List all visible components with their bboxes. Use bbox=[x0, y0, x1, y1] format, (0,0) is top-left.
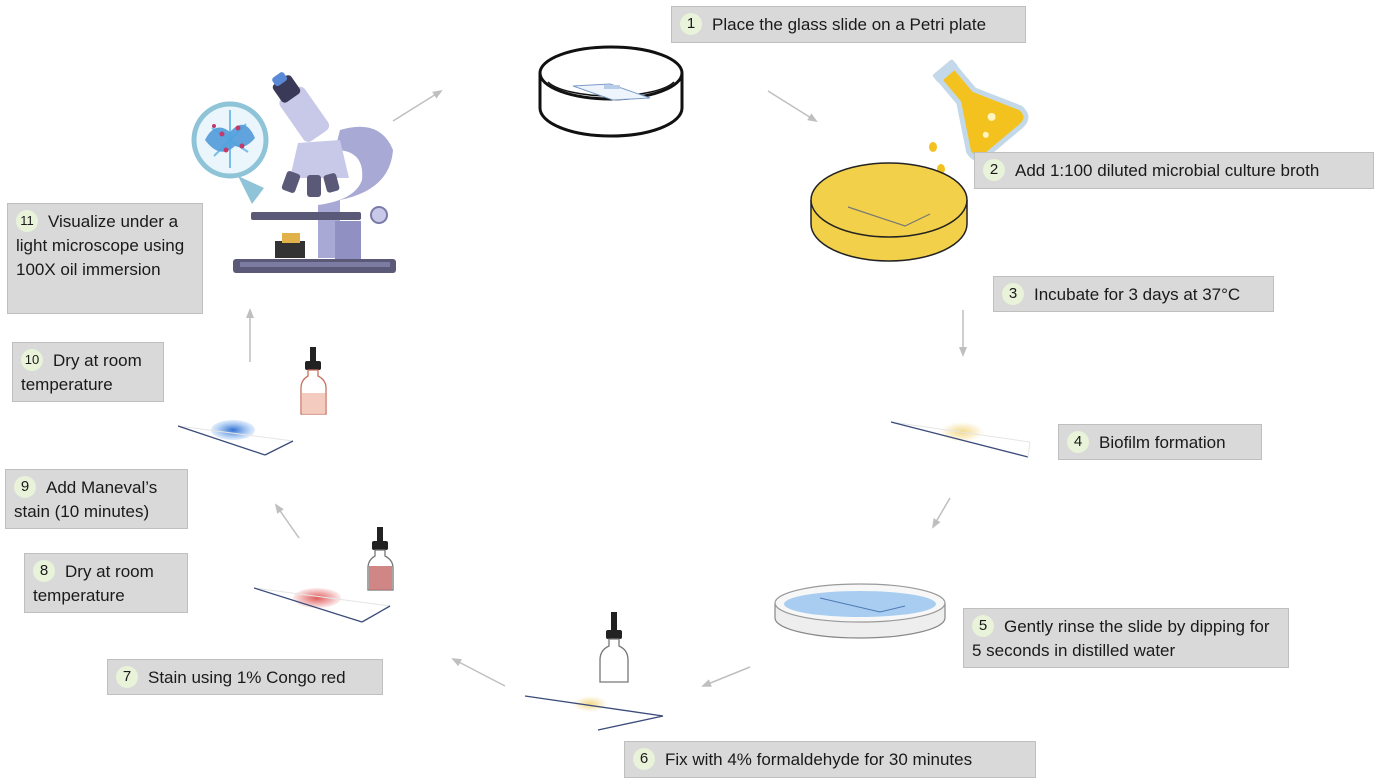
step-6-badge: 6 bbox=[633, 748, 655, 770]
step-10-badge: 10 bbox=[21, 349, 43, 371]
step-5-text: Gently rinse the slide by dipping for 5 … bbox=[972, 617, 1270, 660]
step-6-box: 6 Fix with 4% formaldehyde for 30 minutes bbox=[624, 741, 1036, 778]
step-3-badge: 3 bbox=[1002, 283, 1024, 305]
step-1-badge: 1 bbox=[680, 13, 702, 35]
step-7-text: Stain using 1% Congo red bbox=[148, 668, 346, 687]
step-1-box: 1 Place the glass slide on a Petri plate bbox=[671, 6, 1026, 43]
slide-fixed-icon bbox=[524, 695, 664, 731]
step-11-badge: 11 bbox=[16, 210, 38, 232]
pouring-flask-icon bbox=[932, 59, 1029, 162]
step-6-text: Fix with 4% formaldehyde for 30 minutes bbox=[665, 750, 973, 769]
step-10-text: Dry at room temperature bbox=[21, 351, 142, 394]
arrow-5-to-6 bbox=[701, 666, 751, 687]
slide-congo-red-icon bbox=[253, 587, 391, 623]
step-3-text: Incubate for 3 days at 37°C bbox=[1034, 285, 1241, 304]
arrow-1-to-2 bbox=[767, 90, 818, 123]
slide-maneval-icon bbox=[177, 420, 294, 456]
step-4-box: 4 Biofilm formation bbox=[1058, 424, 1262, 460]
step-1-text: Place the glass slide on a Petri plate bbox=[712, 15, 987, 34]
step-2-box: 2 Add 1:100 diluted microbial culture bro… bbox=[974, 152, 1374, 189]
step-8-text: Dry at room temperature bbox=[33, 562, 154, 605]
magnified-biofilm-icon bbox=[191, 101, 269, 204]
dropper-bottle-red-icon bbox=[367, 527, 394, 591]
arrow-11-to-1 bbox=[392, 89, 443, 122]
petri-dish-broth-icon bbox=[810, 162, 968, 262]
step-7-badge: 7 bbox=[116, 666, 138, 688]
microscope-icon bbox=[233, 72, 396, 273]
step-4-badge: 4 bbox=[1067, 431, 1089, 453]
step-2-text: Add 1:100 diluted microbial culture brot… bbox=[1015, 161, 1320, 180]
dropper-bottle-clear-icon bbox=[599, 612, 629, 683]
step-9-text: Add Maneval’s stain (10 minutes) bbox=[14, 478, 158, 521]
flow-arrows bbox=[246, 89, 967, 687]
arrow-4-to-5 bbox=[931, 497, 951, 529]
arrow-8-to-9 bbox=[274, 503, 300, 539]
step-5-badge: 5 bbox=[972, 615, 994, 637]
slide-biofilm-icon bbox=[890, 421, 1031, 458]
step-11-text: Visualize under a light microscope using… bbox=[16, 212, 185, 279]
step-7-box: 7 Stain using 1% Congo red bbox=[107, 659, 383, 695]
petri-dish-empty-icon bbox=[538, 45, 684, 138]
arrow-6-to-7 bbox=[451, 658, 506, 687]
step-3-box: 3 Incubate for 3 days at 37°C bbox=[993, 276, 1274, 312]
step-2-badge: 2 bbox=[983, 159, 1005, 181]
step-8-badge: 8 bbox=[33, 560, 55, 582]
step-9-badge: 9 bbox=[14, 476, 36, 498]
petri-dish-water-icon bbox=[774, 583, 946, 639]
step-4-text: Biofilm formation bbox=[1099, 433, 1226, 452]
dropper-bottle-pink-icon bbox=[300, 347, 327, 415]
